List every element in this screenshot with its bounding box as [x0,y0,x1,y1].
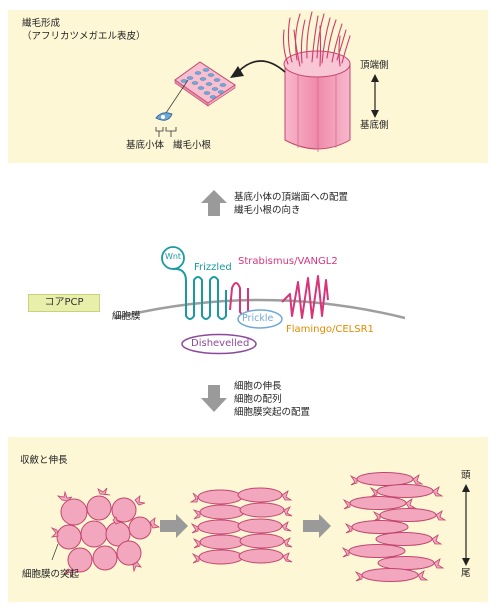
ciliogenesis-subtitle: （アフリカツメガエル表皮） [22,31,146,42]
stage-arrow-2 [303,514,331,538]
zoom-arrow-line [237,60,286,73]
basal-body-label: 基底小体 [126,140,165,151]
basal-body-icon [155,112,173,121]
core-pcp-label: コアPCP [28,294,100,312]
intercalated-cells [348,472,437,582]
ciliated-cell [282,11,351,152]
rootlet-label: 繊毛小根 [173,140,212,151]
convergent-extension-title: 収斂と伸長 [20,455,68,466]
stage-arrow-1 [160,514,188,538]
apical-label: 頂端側 [360,60,389,71]
frizzled-label: Frizzled [194,262,232,273]
downward-arrow [201,385,227,412]
membrane-protrusions-elongating [189,490,293,564]
upward-arrow [201,190,227,216]
head-tail-arrow [462,484,470,566]
basal-label: 基底側 [360,120,389,131]
downward-effect-line3: 細胞膜突起の配置 [234,407,311,418]
strabismus-label: Strabismus/VANGL2 [238,256,338,267]
protrusion-leader-line [51,543,59,561]
dishevelled-label: Dishevelled [191,338,250,349]
downward-effect-line1: 細胞の伸長 [234,381,282,392]
unpolarized-cell-cluster [56,495,152,573]
prickle-label: Prickle [242,313,274,324]
downward-effect-line2: 細胞の配列 [234,394,282,405]
membrane-protrusions-intercalated [341,474,447,582]
protrusion-label: 細胞膜の突起 [22,569,80,580]
membrane-protrusions-cluster [50,487,161,579]
wnt-label: Wnt [164,252,182,261]
ciliogenesis-title: 繊毛形成 [22,18,61,29]
flamingo-protein [281,275,329,319]
head-label: 頭 [461,470,471,481]
dishevelled-protein [181,333,257,355]
apical-surface-patch [174,61,236,107]
cell-membrane-line [114,298,406,320]
upward-effect-line2: 繊毛小根の向き [234,205,301,216]
elongating-cells [197,487,285,565]
apical-basal-arrow [371,74,379,118]
zoom-leader-line [165,79,189,114]
basal-body-bracket [155,127,164,132]
membrane-label: 細胞膜 [112,311,141,322]
tail-label: 尾 [461,568,471,579]
flamingo-label: Flamingo/CELSR1 [286,324,374,335]
upward-effect-line1: 基底小体の頂端面への配置 [234,192,349,203]
prickle-protein [237,309,283,329]
frizzled-receptor [172,267,227,320]
cilia [282,11,351,67]
rootlet-bracket [165,127,177,132]
ciliogenesis-panel [8,10,488,163]
zoom-arrow-head [230,66,244,78]
